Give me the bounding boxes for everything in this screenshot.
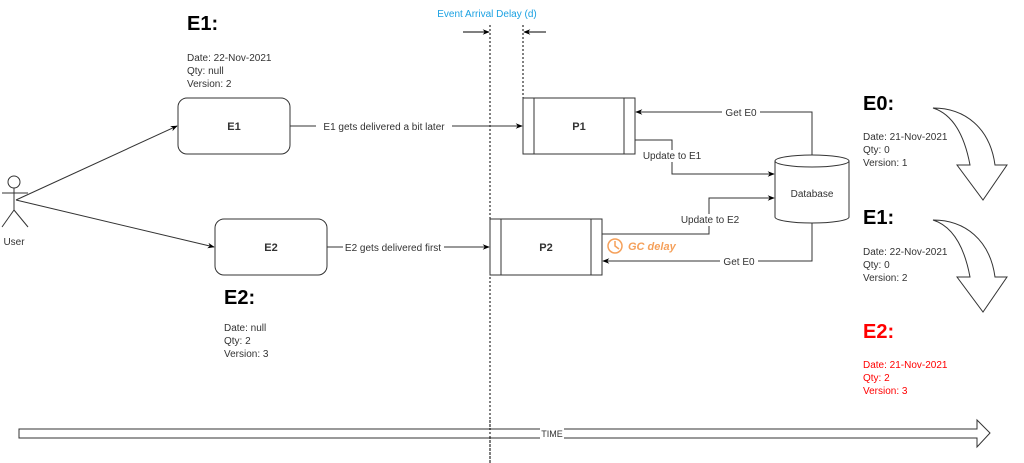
e2-detail-date: Date: null [224, 323, 266, 334]
user-actor-icon [1, 175, 29, 228]
state-e1-qty: Qty: 0 [863, 260, 890, 271]
e2-box-label: E2 [264, 242, 277, 254]
e1-detail-version: Version: 2 [187, 79, 232, 90]
state-e0-date: Date: 21-Nov-2021 [863, 132, 948, 143]
state-e2-date: Date: 21-Nov-2021 [863, 360, 948, 371]
e1-heading: E1: [187, 13, 218, 35]
gc-delay-label: GC delay [628, 241, 677, 253]
state-e2-qty: Qty: 2 [863, 373, 890, 384]
p2-get-label: Get E0 [723, 257, 755, 268]
e1-edge-label: E1 gets delivered a bit later [323, 122, 445, 133]
clock-icon [607, 238, 623, 254]
delay-title: Event Arrival Delay (d) [437, 9, 536, 20]
p2-update-label: Update to E2 [681, 215, 740, 226]
state-e0-heading: E0: [863, 93, 894, 115]
state-e1-heading: E1: [863, 207, 894, 229]
e1-detail-date: Date: 22-Nov-2021 [187, 53, 272, 64]
transition-arrow-icon-2 [932, 219, 1008, 313]
user-to-e2-edge [15, 199, 215, 249]
e1-box-label: E1 [227, 121, 240, 133]
state-e2-heading: E2: [863, 321, 894, 343]
database-label: Database [791, 189, 834, 200]
p2-process-box[interactable] [489, 218, 603, 276]
state-e0-version: Version: 1 [863, 158, 908, 169]
p1-process-box[interactable] [522, 97, 636, 155]
e2-heading: E2: [224, 287, 255, 309]
e2-detail-qty: Qty: 2 [224, 336, 251, 347]
p2-label: P2 [539, 242, 552, 254]
state-e1-date: Date: 22-Nov-2021 [863, 247, 948, 258]
transition-arrow-icon-1 [932, 107, 1008, 201]
user-label: User [3, 237, 25, 248]
e2-detail-version: Version: 3 [224, 349, 269, 360]
e2-edge-label: E2 gets delivered first [345, 243, 441, 254]
state-e2-version: Version: 3 [863, 386, 908, 397]
state-e1-version: Version: 2 [863, 273, 908, 284]
timeline-label: TIME [541, 429, 563, 439]
e1-detail-qty: Qty: null [187, 66, 224, 77]
p1-get-label: Get E0 [725, 108, 757, 119]
database-cylinder-icon[interactable] [774, 154, 850, 224]
state-e0-qty: Qty: 0 [863, 145, 890, 156]
db-to-p2-get-edge [602, 223, 813, 264]
p1-update-label: Update to E1 [643, 151, 702, 162]
p1-label: P1 [572, 121, 585, 133]
db-to-p1-get-edge [635, 109, 813, 155]
user-to-e1-edge [15, 125, 178, 201]
timeline-arrow [18, 418, 991, 449]
